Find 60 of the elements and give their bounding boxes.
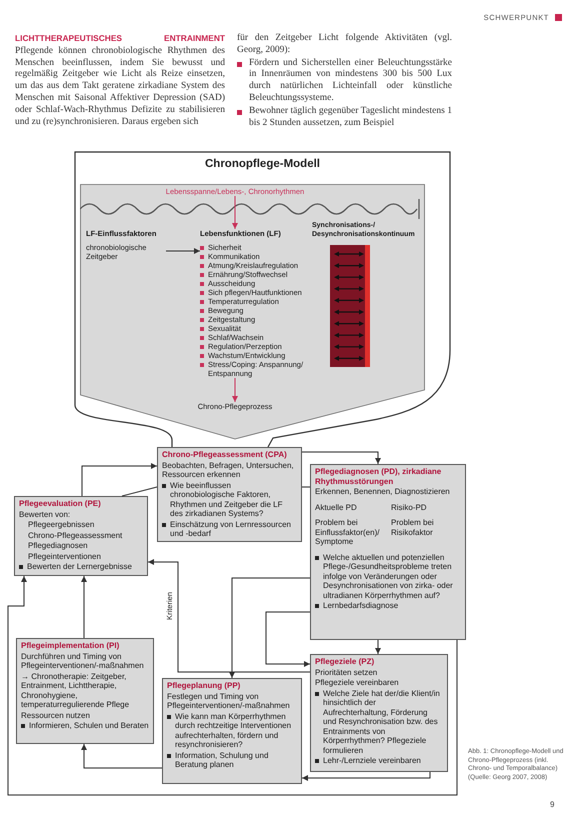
bullet-text: Wie kann man Körperrhythmen durch rechtzeitige Interventionen aufrechterhalten, fördern und resynchronisieren? bbox=[175, 712, 292, 750]
box-text: Pflegeergebnissen bbox=[27, 520, 96, 530]
arrow bbox=[232, 378, 238, 402]
process-box bbox=[310, 654, 448, 772]
arrow bbox=[266, 612, 310, 667]
process-box bbox=[157, 447, 302, 542]
arrow bbox=[81, 744, 162, 768]
box-heading: Pflegediagnosen (PD), zirkadiane Rhythmusstörungen bbox=[315, 467, 442, 486]
box-text: → Chronotherapie: Zeitgeber, Entrainment, Lichttherapie, Chronohygiene, temperaturregulierende Pflege bbox=[21, 672, 130, 710]
process-box bbox=[310, 464, 466, 640]
arrow bbox=[302, 452, 381, 464]
box-heading: Pflegeziele (PZ) bbox=[315, 657, 376, 666]
bullet-text: Bewohner täglich gegenüber Tageslicht mindestens 1 bis 2 Stunden aussetzen, zum Beispiel bbox=[249, 106, 452, 130]
box-heading: Chrono-Pflegeassessment (CPA) bbox=[162, 450, 288, 460]
process-box bbox=[16, 638, 154, 744]
process-box bbox=[14, 496, 148, 576]
box-heading: Pflegeimplementation (PI) bbox=[21, 641, 120, 650]
arrow bbox=[8, 576, 458, 796]
bullet-text: Information, Schulung und Beratung planen bbox=[175, 750, 270, 770]
box-heading: Pflegeevaluation (PE) bbox=[19, 499, 102, 508]
box-text: Pflegeinterventionen bbox=[27, 552, 102, 561]
connector-line bbox=[302, 486, 310, 488]
process-box bbox=[162, 678, 302, 784]
page-number: 9 bbox=[550, 799, 554, 811]
bullet-text: Einschätzung von Lernressourcen und -bedarf bbox=[170, 520, 292, 538]
article-paragraph: für den Zeitgeber Licht folgende Aktivitäten (vgl. Georg, 2009): bbox=[237, 33, 452, 57]
bullet-text: Lehr-/Lernziele vereinbaren bbox=[323, 756, 421, 766]
arrow bbox=[232, 196, 238, 230]
arrow bbox=[302, 772, 430, 781]
box-text: Chrono-Pflegeassessment bbox=[27, 530, 124, 540]
frame-title: Chronopflege-Modell bbox=[205, 157, 320, 171]
box-text: Risiko-PD bbox=[391, 502, 428, 512]
bullet-text: Bewerten der Lernergebnisse bbox=[27, 562, 132, 572]
arrow bbox=[375, 640, 381, 654]
bullet-text: Welche Ziele hat der/die Klient/in hinsichtlich der Aufrechterhaltung, Förderung und Resynchronisation bzw. des Entrainments von Körperrhythmen? Pflegeziele formulieren bbox=[323, 688, 441, 755]
box-text: Beobachten, Befragen, Untersuchen, Ressourcen erkennen bbox=[162, 460, 295, 480]
box-text: Pflegediagnosen bbox=[27, 541, 89, 550]
arrow bbox=[82, 463, 158, 496]
bullet-text: Lernbedarfsdiagnose bbox=[323, 601, 398, 610]
box-text: Problem bei Risikofaktor bbox=[391, 518, 435, 538]
box-text: Bewerten von: bbox=[19, 510, 72, 519]
bullet-text: Fördern und Sicherstellen einer Beleuchtungsstärke in Innenräumen von mindestens 300 bis 500 Lux durch natürlichen Lichteinfall oder künstliche Beleuchtungssysteme. bbox=[249, 58, 452, 105]
box-heading: Pflegeplanung (PP) bbox=[167, 681, 242, 690]
bullet-text: Welche aktuellen und potenziellen Pflege-/Gesundheitsprobleme treten infolge von Veränderungen oder Desynchronisationen von zirka- oder ultradianen Körperrhythmen auf? bbox=[323, 552, 454, 600]
article-paragraph: LICHTTHERAPEUTISCHES ENTRAINMENT Pflegende können chronobiologische Rhythmen des Menschen beeinflussen, indem Sie bewusst und regelmäßig Zeitgeber wie Licht als Reize einsetzen, um das aus dem Takt geratene zirkadiane System des Menschen mit Saisonal Affektiver Depression (SAD) oder Schlaf-Wach-Rhythmus Defizite zu stabilisieren und zu (re)synchronisieren. Daraus ergeben sich bbox=[15, 33, 225, 128]
box-text: Aktuelle PD bbox=[315, 502, 358, 512]
bullet-text: Wie beeinflussen chronobiologische Faktoren, Rhythmen und Zeitgeber die LF des zirkadianen Systems? bbox=[170, 480, 284, 518]
box-text: Pflegeziele vereinbaren bbox=[315, 678, 400, 688]
box-text: Problem bei Einflussfaktor(en)/ Symptome bbox=[315, 518, 380, 546]
box-text: Erkennen, Benennen, Diagnostizieren bbox=[315, 487, 451, 496]
arrow bbox=[229, 578, 310, 678]
arrow bbox=[81, 576, 87, 638]
box-text: Prioritäten setzen bbox=[315, 668, 378, 677]
connector-line bbox=[122, 486, 158, 496]
box-text: Durchführen und Timing von Pflegeinterventionen/-maßnahmen bbox=[21, 652, 145, 670]
bullet-text: Informieren, Schulen und Beraten bbox=[29, 721, 149, 730]
box-text: Festlegen und Timing von Pflegeinterventionen/-maßnahmen bbox=[167, 692, 291, 710]
box-text: Ressourcen nutzen bbox=[21, 710, 91, 720]
arrow bbox=[148, 559, 310, 672]
arrow bbox=[166, 248, 200, 254]
